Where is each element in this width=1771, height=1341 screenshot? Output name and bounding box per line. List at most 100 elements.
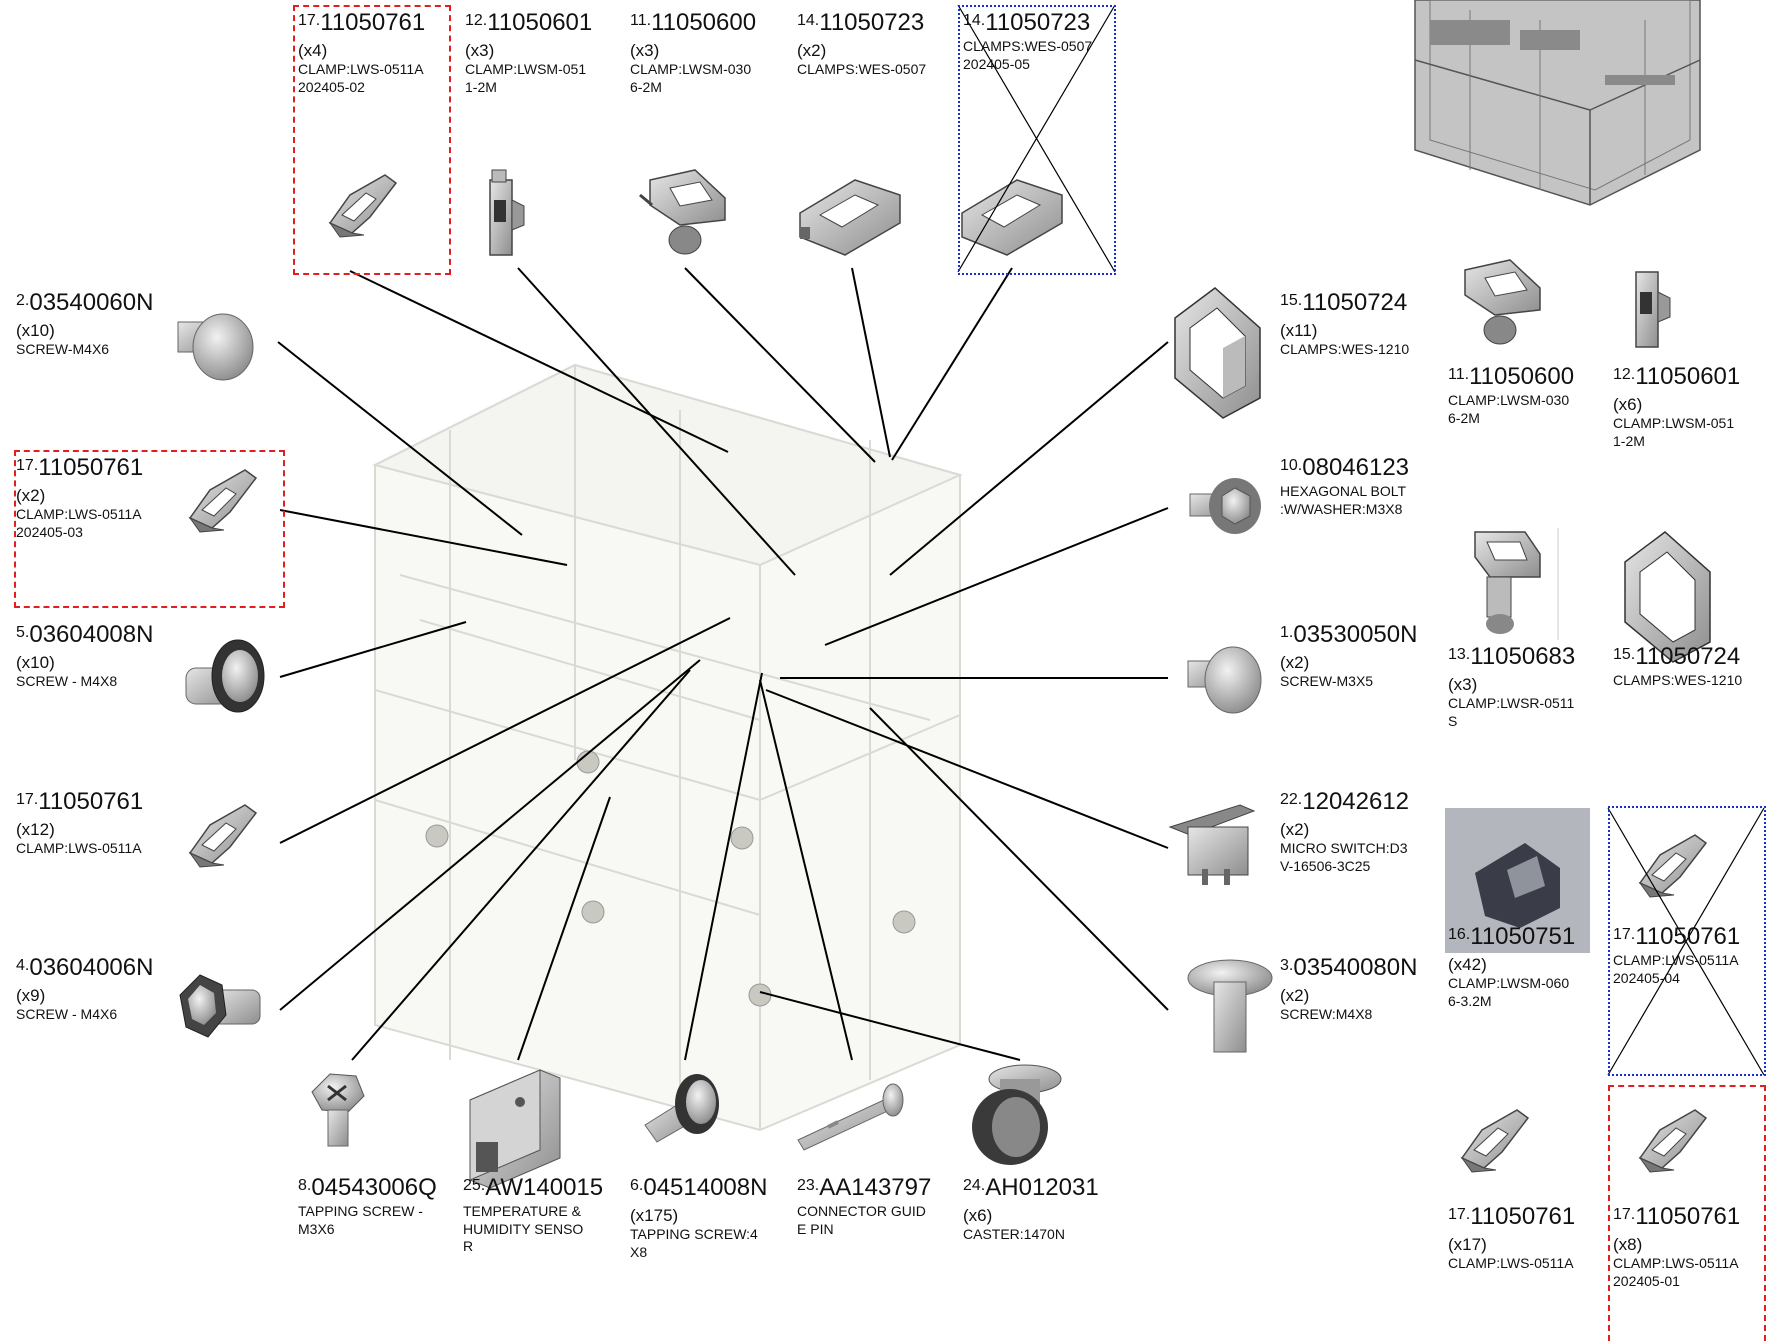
part-number: 3.03540080N	[1280, 953, 1417, 983]
part-number: 2.03540060N	[16, 288, 153, 318]
part-description: :W/WASHER:M3X8	[1280, 500, 1403, 517]
quantity: (x42)	[1448, 955, 1487, 974]
item-index: 24.	[963, 1177, 986, 1194]
quantity: (x2)	[16, 486, 46, 505]
part-number-value: 03604008N	[29, 621, 154, 648]
clamp-lws-0511a-icon-top	[328, 174, 398, 238]
quantity: (x6)	[963, 1206, 993, 1225]
part-number: 10.08046123	[1280, 453, 1409, 483]
part-description: CONNECTOR GUID	[797, 1203, 926, 1219]
part-description: SCREW-M4X6	[16, 341, 110, 358]
clamp-lwsm-0606-photo	[1445, 808, 1590, 953]
part-number-value: 11050723	[985, 9, 1091, 36]
part-description: X8	[630, 1243, 648, 1260]
item-index: 15.	[1613, 646, 1636, 663]
part-description: SCREW - M4X8	[16, 673, 118, 690]
quantity: (x175)	[630, 1206, 679, 1225]
callout-label: 5.03604008N(x10)SCREW - M4X8	[16, 620, 153, 691]
item-index: 12.	[1613, 366, 1636, 383]
clamp-wes-0507-icon-crossed	[961, 179, 1063, 256]
part-number: 14.11050723	[797, 8, 926, 38]
temperature-humidity-sensor-icon	[469, 1069, 561, 1189]
leader-lines	[277, 267, 1169, 1061]
part-description: HUMIDITY SENSO	[463, 1220, 584, 1237]
part-description: HEXAGONAL BOLT	[1280, 483, 1407, 499]
part-description: M3X6	[298, 1220, 335, 1237]
quantity: (x3)	[630, 41, 660, 60]
item-index: 15.	[1280, 292, 1303, 309]
part-description: CLAMP:LWS-0511A	[1613, 1255, 1739, 1272]
item-index: 10.	[1280, 457, 1303, 474]
quantity: (x11)	[1280, 321, 1318, 340]
part-description: CLAMP:LWSM-060	[1448, 975, 1570, 992]
frame-casters	[425, 750, 916, 1007]
item-index: 11.	[630, 12, 652, 29]
callout-label: 3.03540080N(x2)SCREW:M4X8	[1280, 953, 1417, 1024]
part-number-value: 11050600	[1469, 363, 1575, 390]
part-number: 6.04514008N	[630, 1173, 767, 1203]
cross-out-marks	[957, 4, 1765, 1076]
quantity: (x2)	[1280, 653, 1310, 672]
part-description: CLAMP:LWSM-030	[1448, 392, 1570, 408]
part-description: V-16506-3C25	[1280, 857, 1371, 874]
quantity: (x2)	[1280, 986, 1310, 1005]
tapping-screw-m3x6-icon	[311, 1073, 365, 1147]
part-number-value: 11050751	[1470, 923, 1576, 950]
screw-m3x5-icon	[1187, 646, 1262, 714]
part-number-value: 11050761	[320, 9, 426, 36]
part-number-value: 11050724	[1302, 289, 1408, 316]
part-description: 6-2M	[1448, 409, 1480, 426]
highlight-box-blue-top	[958, 5, 1116, 275]
callout-label: 4.03604006N(x9)SCREW - M4X6	[16, 953, 153, 1024]
part-description: S	[1448, 712, 1458, 729]
item-index: 14.	[797, 12, 820, 29]
part-number: 17.11050761	[1613, 1202, 1740, 1232]
clamp-lwsm-0511-icon-right	[1635, 271, 1671, 348]
callout-label: 17.11050761(x17)CLAMP:LWS-0511A	[1448, 1202, 1575, 1273]
part-number-value: 03530050N	[1293, 621, 1418, 648]
hexagonal-bolt-icon	[1189, 478, 1261, 534]
part-number-value: AW140015	[485, 1174, 604, 1201]
part-description: 1-2M	[465, 78, 497, 95]
part-description: R	[463, 1238, 474, 1254]
part-description: 202405-02	[298, 78, 365, 95]
screw-m4x8-icon	[185, 639, 265, 713]
part-number: 11.11050600	[630, 8, 756, 38]
part-number-value: 04514008N	[643, 1174, 768, 1201]
part-description: CLAMP:LWS-0511A	[1448, 1255, 1574, 1272]
part-number: 22.12042612	[1280, 787, 1409, 817]
item-index: 14.	[963, 12, 986, 29]
part-description: MICRO SWITCH:D3	[1280, 840, 1408, 857]
item-index: 13.	[1448, 646, 1471, 663]
clamp-lws-0511a-icon-right-crossed	[1638, 834, 1708, 898]
item-index: 17.	[1448, 1206, 1471, 1223]
part-description: CLAMP:LWS-0511A	[298, 61, 424, 78]
part-description: CLAMP:LWSR-0511	[1448, 695, 1575, 712]
screw-m4x8-flat-icon	[1187, 959, 1273, 1053]
part-description: SCREW - M4X6	[16, 1006, 118, 1023]
part-number: 17.11050761	[16, 787, 143, 817]
clamp-lws-0511a-icon-right-3	[1638, 1109, 1708, 1173]
part-description: TEMPERATURE &	[463, 1203, 581, 1219]
quantity: (x12)	[16, 820, 55, 839]
item-index: 16.	[1448, 926, 1471, 943]
part-number: 17.11050761	[298, 8, 425, 38]
callout-label: 24.AH012031(x6)CASTER:1470N	[963, 1173, 1099, 1244]
part-description: 202405-01	[1613, 1272, 1680, 1289]
part-number: 5.03604008N	[16, 620, 153, 650]
part-number-value: 12042612	[1302, 788, 1410, 815]
part-number-value: 11050761	[1470, 1203, 1576, 1230]
part-description: E PIN	[797, 1220, 834, 1237]
clamp-lws-0511a-icon-left-1	[188, 469, 258, 533]
part-number: 15.11050724	[1280, 288, 1409, 318]
clamps-wes-1210-icon-main	[1174, 287, 1261, 419]
